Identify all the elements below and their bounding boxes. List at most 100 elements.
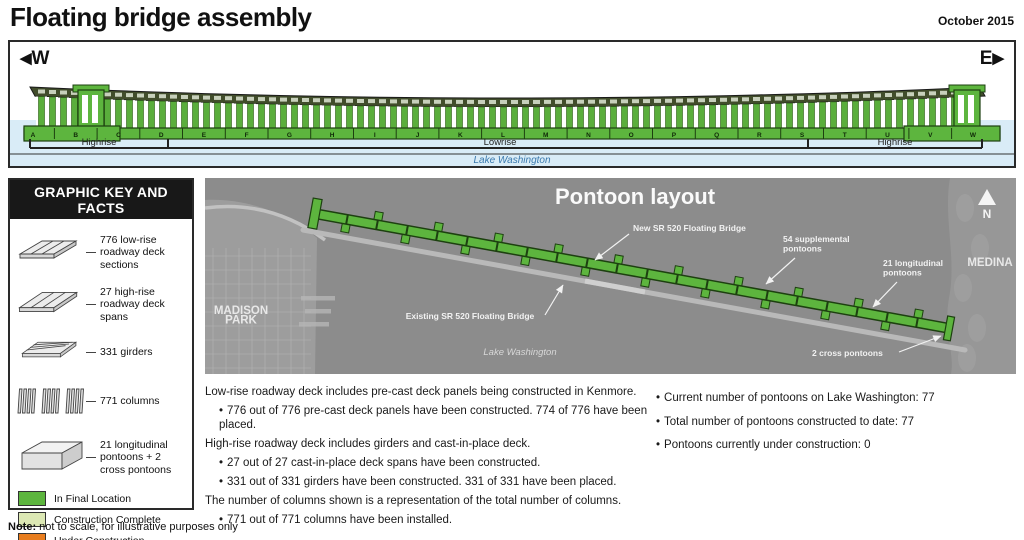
key-item: 776 low-rise roadway deck sections — [14, 227, 186, 278]
fact-bullet: •Current number of pontoons on Lake Wash… — [656, 392, 935, 404]
pontoon-letter: B — [73, 132, 78, 139]
key-item: 27 high-rise roadway deck spans — [14, 281, 186, 328]
high-rise-deck-icon — [14, 281, 86, 328]
medina-label: MEDINA — [967, 257, 1012, 269]
pontoon-letter: D — [159, 132, 164, 139]
date-label: October 2015 — [937, 14, 1014, 28]
east-label: E — [979, 48, 993, 69]
pontoon-letter: V — [928, 132, 933, 139]
cross-pontoon — [307, 197, 323, 230]
pontoon-letter: R — [757, 132, 762, 139]
key-item-label: 776 low-rise roadway deck sections — [100, 233, 165, 271]
pontoon-letter: U — [885, 132, 890, 139]
legend-label: In Final Location — [54, 492, 132, 505]
facts-left-column: Low-rise roadway deck includes pre-cast … — [205, 386, 650, 533]
east-arrow-icon: ▶ — [992, 50, 1004, 67]
west-direction-marker: ◀W — [20, 48, 49, 70]
lowrise-label: Lowrise — [484, 137, 517, 148]
facts-right-column: •Current number of pontoons on Lake Wash… — [652, 392, 1016, 463]
pontoon-letter: I — [374, 132, 376, 139]
key-items-list: 776 low-rise roadway deck sections 27 hig… — [10, 219, 192, 486]
pontoon-letter: O — [629, 132, 634, 139]
fact-paragraph: High-rise roadway deck includes girders … — [205, 437, 531, 450]
pontoon-letter: J — [416, 132, 420, 139]
legend-swatch — [18, 491, 46, 506]
key-item-label: 771 columns — [100, 395, 160, 408]
highrise-east-label: Highrise — [878, 137, 913, 148]
pontoon-letter: S — [800, 132, 805, 139]
fact-bullet: •Total number of pontoons constructed to… — [656, 415, 914, 428]
key-item-label: 331 girders — [100, 346, 153, 359]
low-rise-deck-icon — [14, 227, 86, 278]
pontoon-letter: G — [287, 132, 292, 139]
key-connector — [86, 401, 96, 402]
pontoon-letter: A — [31, 132, 36, 139]
west-arrow-icon: ◀ — [20, 50, 32, 67]
fact-bullet: •331 out of 331 girders have been constr… — [219, 475, 617, 488]
pontoon-letter: T — [843, 132, 847, 139]
west-label: W — [31, 48, 50, 69]
legend-row: Under Construction — [18, 533, 186, 540]
map-title: Pontoon layout — [555, 184, 716, 209]
cross-pontoon — [942, 315, 956, 342]
graphic-key-panel: GRAPHIC KEY AND FACTS 776 low-rise roadw… — [8, 178, 194, 540]
pontoon-letter: Q — [714, 132, 719, 139]
key-connector — [86, 252, 96, 253]
girders-icon — [14, 331, 86, 374]
north-label: N — [983, 207, 992, 221]
legend-swatch — [18, 512, 46, 527]
key-connector — [86, 352, 96, 353]
pontoon-layout-map: New SR 520 Floating Bridge 54 supplementa… — [204, 178, 1016, 374]
pontoon-icon — [14, 429, 86, 486]
pontoon-letter: C — [116, 132, 121, 139]
map-drawing: New SR 520 Floating Bridge 54 supplementa… — [204, 178, 1016, 374]
key-panel-title: GRAPHIC KEY AND FACTS — [10, 180, 192, 219]
pontoon-letter: H — [330, 132, 335, 139]
new-bridge-label: New SR 520 Floating Bridge — [633, 223, 746, 233]
key-item-label: 21 longitudinal pontoons + 2 cross ponto… — [100, 438, 172, 476]
fact-paragraph: Low-rise roadway deck includes pre-cast … — [205, 386, 637, 398]
legend-swatch — [18, 533, 46, 540]
pontoon-letter: E — [202, 132, 207, 139]
footnote-text: not to scale, for illustrative purposes … — [36, 521, 238, 533]
fact-paragraph: The number of columns shown is a represe… — [205, 494, 622, 507]
key-item: 21 longitudinal pontoons + 2 cross ponto… — [14, 429, 186, 486]
highrise-west-label: Highrise — [82, 137, 117, 148]
fact-bullet: •776 out of 776 pre-cast deck panels hav… — [219, 405, 648, 431]
legend-row: Construction Complete — [18, 512, 186, 527]
page-title: Floating bridge assembly — [10, 2, 312, 32]
pontoon-letter: P — [672, 132, 677, 139]
cross-pontoons-label: 2 cross pontoons — [812, 348, 883, 358]
north-arrow-icon: N — [978, 189, 996, 221]
fact-bullet: •Pontoons currently under construction: … — [656, 439, 871, 451]
fact-bullet: •27 out of 27 cast-in-place deck spans h… — [219, 456, 541, 469]
pontoon-letter: M — [543, 132, 548, 139]
legend-row: In Final Location — [18, 491, 186, 506]
pontoon-letter: W — [970, 132, 977, 139]
pontoon-letter: F — [245, 132, 249, 139]
lake-washington-label: Lake Washington — [473, 155, 551, 166]
pontoon-letter: L — [501, 132, 505, 139]
key-connector — [86, 304, 96, 305]
legend-label: Construction Complete — [54, 513, 161, 526]
key-item-label: 27 high-rise roadway deck spans — [100, 285, 165, 323]
map-lake-label: Lake Washington — [483, 347, 556, 358]
key-item: 771 columns — [14, 377, 186, 426]
pontoon-letter: N — [586, 132, 591, 139]
bridge-elevation-drawing: A B C D E F G H I J K L M N O P Q R S T U V W Highrise Lowrise… — [10, 84, 1014, 166]
fact-bullet: •771 out of 771 columns have been instal… — [219, 513, 453, 526]
key-connector — [86, 457, 96, 458]
east-direction-marker: E▶ — [980, 48, 1004, 70]
key-item: 331 girders — [14, 331, 186, 374]
footnote: Note: not to scale, for illustrative pur… — [8, 521, 238, 533]
legend-label: Under Construction — [54, 535, 144, 540]
footnote-bold: Note: — [8, 521, 37, 533]
pontoon-letter: K — [458, 132, 463, 139]
columns-icon — [14, 377, 86, 426]
